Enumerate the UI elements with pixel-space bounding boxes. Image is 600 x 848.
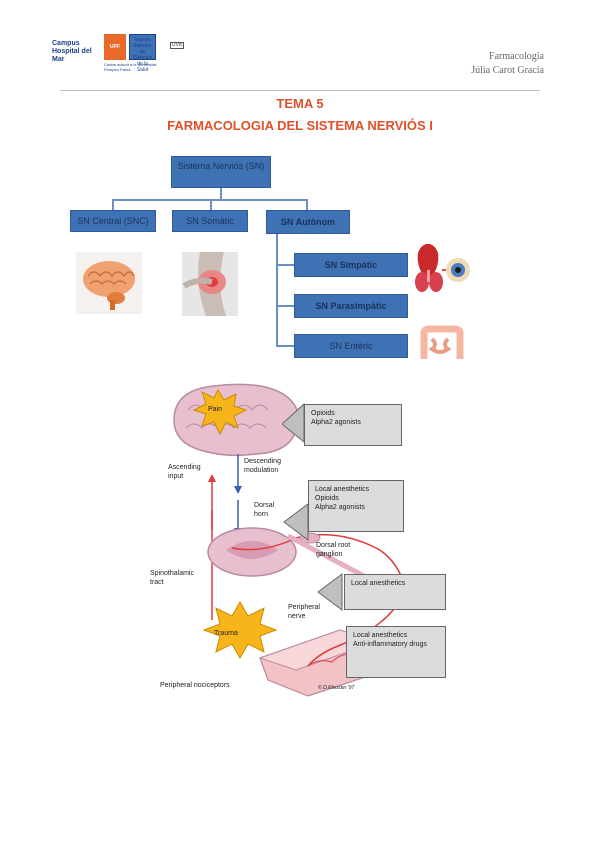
callout-line: Opioids <box>315 495 339 502</box>
callout-local-anti-inflammatory: Local anesthetics Anti-inflammatory drug… <box>346 626 446 678</box>
uvic-logo: UVic <box>170 42 210 60</box>
hospital-del-mar-logo: Campus Hospital del Mar <box>52 40 92 63</box>
label-dorsal-root-ganglion: Dorsal root ganglion <box>316 542 351 558</box>
uvic-logo-mark: UVic <box>170 42 185 49</box>
topic-number: TEMA 5 <box>276 96 324 111</box>
header-info: Farmacologia Júlia Carot Gracia <box>471 50 544 78</box>
callout-line: Local anesthetics <box>315 486 370 493</box>
callout-line: Alpha2 agonists <box>311 419 361 426</box>
subject-name: Farmacologia <box>489 51 544 62</box>
label-descending-modulation: Descending modulation <box>244 458 281 474</box>
connector <box>210 199 212 211</box>
callout-local-anesthetics: Local anesthetics <box>344 574 446 610</box>
connector <box>112 199 114 211</box>
label-pain: Pain <box>208 406 223 413</box>
box-sn-central: SN Central (SNC) <box>70 210 156 232</box>
connector <box>276 345 294 347</box>
callout-line: Alpha2 agonists <box>315 504 365 511</box>
label-ascending-input: Ascending input <box>168 464 201 480</box>
brain-image <box>76 252 142 314</box>
pain-pathway-illustration <box>173 383 407 697</box>
box-sn-simpatic: SN Simpàtic <box>294 253 408 277</box>
connector <box>112 199 307 201</box>
callout-line: Anti-inflammatory drugs <box>353 641 427 648</box>
callout-opioids-alpha2-brain: Opioids Alpha2 agonists <box>304 404 402 446</box>
box-sn-enteric: SN Entèric <box>294 334 408 358</box>
connector <box>306 199 308 211</box>
organs-image <box>415 244 470 292</box>
callout-dorsal-horn-drugs: Local anesthetics Opioids Alpha2 agonist… <box>308 480 404 532</box>
upf-logo-subtitle: Centre adscrit a la Universitat Pompeu F… <box>104 62 157 72</box>
label-trauma: Trauma <box>214 630 238 637</box>
connector <box>276 234 278 346</box>
header-divider <box>60 90 540 91</box>
callout-line: Opioids <box>311 410 335 417</box>
box-sn-somatic: SN Somàtic <box>172 210 248 232</box>
upf-logo-box: Escola Superior de Ciències de la Salut <box>129 34 156 73</box>
box-sn-parasimpatic: SN Parasimpàtic <box>294 294 408 318</box>
callout-line: Local anesthetics <box>353 632 408 639</box>
connector <box>276 264 294 266</box>
intestine-image <box>420 325 464 359</box>
page-title: FARMACOLOGIA DEL SISTEMA NERVIÓS I <box>167 118 433 133</box>
upf-logo-mark: UPF <box>104 34 126 60</box>
box-sistema-nervios: Sistema Nerviós (SN) <box>171 156 271 188</box>
label-peripheral-nerve: Peripheral nerve <box>288 604 320 620</box>
author-name: Júlia Carot Gracia <box>471 65 544 76</box>
callout-line: Local anesthetics <box>351 580 406 587</box>
label-copyright: © D.Klooster '97 <box>318 685 355 691</box>
connector <box>276 305 294 307</box>
box-sn-autonom: SN Autònom <box>266 210 350 234</box>
label-peripheral-nociceptors: Peripheral nociceptors <box>160 682 230 689</box>
knee-pain-image <box>182 252 238 316</box>
connector <box>220 188 222 200</box>
label-spinothalamic-tract: Spinothalamic tract <box>150 570 194 586</box>
label-dorsal-horn: Dorsal horn <box>254 502 275 518</box>
upf-logo: UPF Escola Superior de Ciències de la Sa… <box>104 34 156 73</box>
